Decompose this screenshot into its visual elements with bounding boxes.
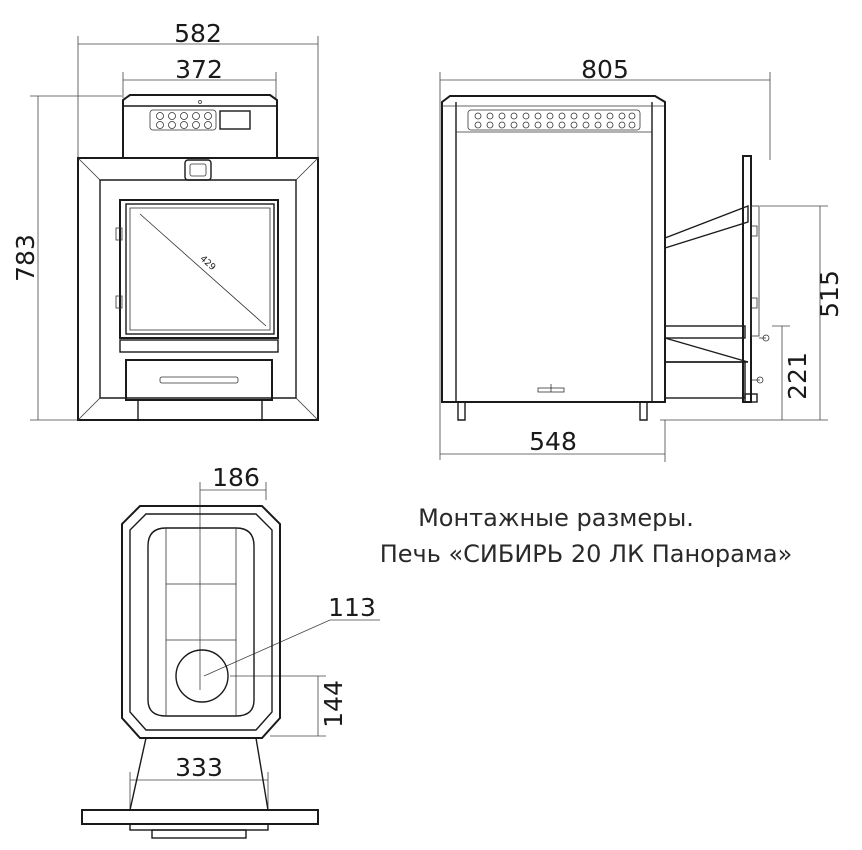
- damper-handle: [184, 159, 212, 181]
- top-view: 186 113 144 333: [81, 463, 380, 839]
- dim-front-height: 783: [11, 95, 138, 421]
- dim-side-depth-overall: 805: [439, 55, 771, 460]
- dim-label-429: 429: [198, 254, 218, 273]
- dim-label-515: 515: [815, 270, 844, 318]
- dim-side-body-depth: 548: [440, 420, 666, 462]
- heater-top-section: [122, 94, 278, 158]
- dim-label-582: 582: [174, 19, 222, 48]
- firebox-door: 429: [115, 199, 279, 339]
- nameplate: [219, 110, 251, 130]
- facing-panel-top: [81, 809, 319, 825]
- chimney-outlet: [175, 649, 229, 703]
- dim-side-tunnel-height: 515: [760, 205, 844, 420]
- tunnel-top: [81, 737, 319, 839]
- dim-label-805: 805: [581, 55, 629, 84]
- dim-top-tunnel-width: 333: [129, 753, 269, 810]
- dim-label-372: 372: [175, 55, 223, 84]
- dim-label-548: 548: [529, 427, 577, 456]
- dim-top-chimney-offset: 186: [199, 463, 267, 690]
- vent-grille-front: [149, 109, 217, 131]
- stove-body-side: [441, 95, 666, 421]
- dim-label-783: 783: [11, 234, 40, 282]
- dim-top-chimney-diameter: 113: [203, 593, 380, 677]
- stove-body-top: [121, 505, 281, 739]
- dim-label-333: 333: [175, 753, 223, 782]
- caption: Монтажные размеры. Печь «СИБИРЬ 20 ЛК Па…: [380, 504, 793, 568]
- dim-side-lower-height: 221: [660, 325, 828, 421]
- front-view: 582 372 783: [11, 19, 319, 421]
- caption-line-1: Монтажные размеры.: [418, 504, 694, 532]
- front-facing-frame: [77, 157, 319, 421]
- dim-label-221: 221: [783, 352, 812, 400]
- caption-line-2: Печь «СИБИРЬ 20 ЛК Панорама»: [380, 540, 793, 568]
- side-view: 805 548 515 221: [439, 55, 844, 462]
- facing-panel-side: [742, 155, 752, 403]
- dim-top-chimney-from-back: 144: [230, 675, 348, 737]
- dim-label-186: 186: [212, 463, 260, 492]
- dim-label-113: 113: [328, 593, 376, 622]
- vent-grille-side: [467, 109, 641, 131]
- firebox-tunnel-side: [664, 155, 770, 403]
- ash-drawer: [119, 339, 279, 421]
- dim-front-width-top: 372: [122, 55, 277, 98]
- dim-label-144: 144: [319, 680, 348, 728]
- dim-front-width-overall: 582: [77, 19, 319, 160]
